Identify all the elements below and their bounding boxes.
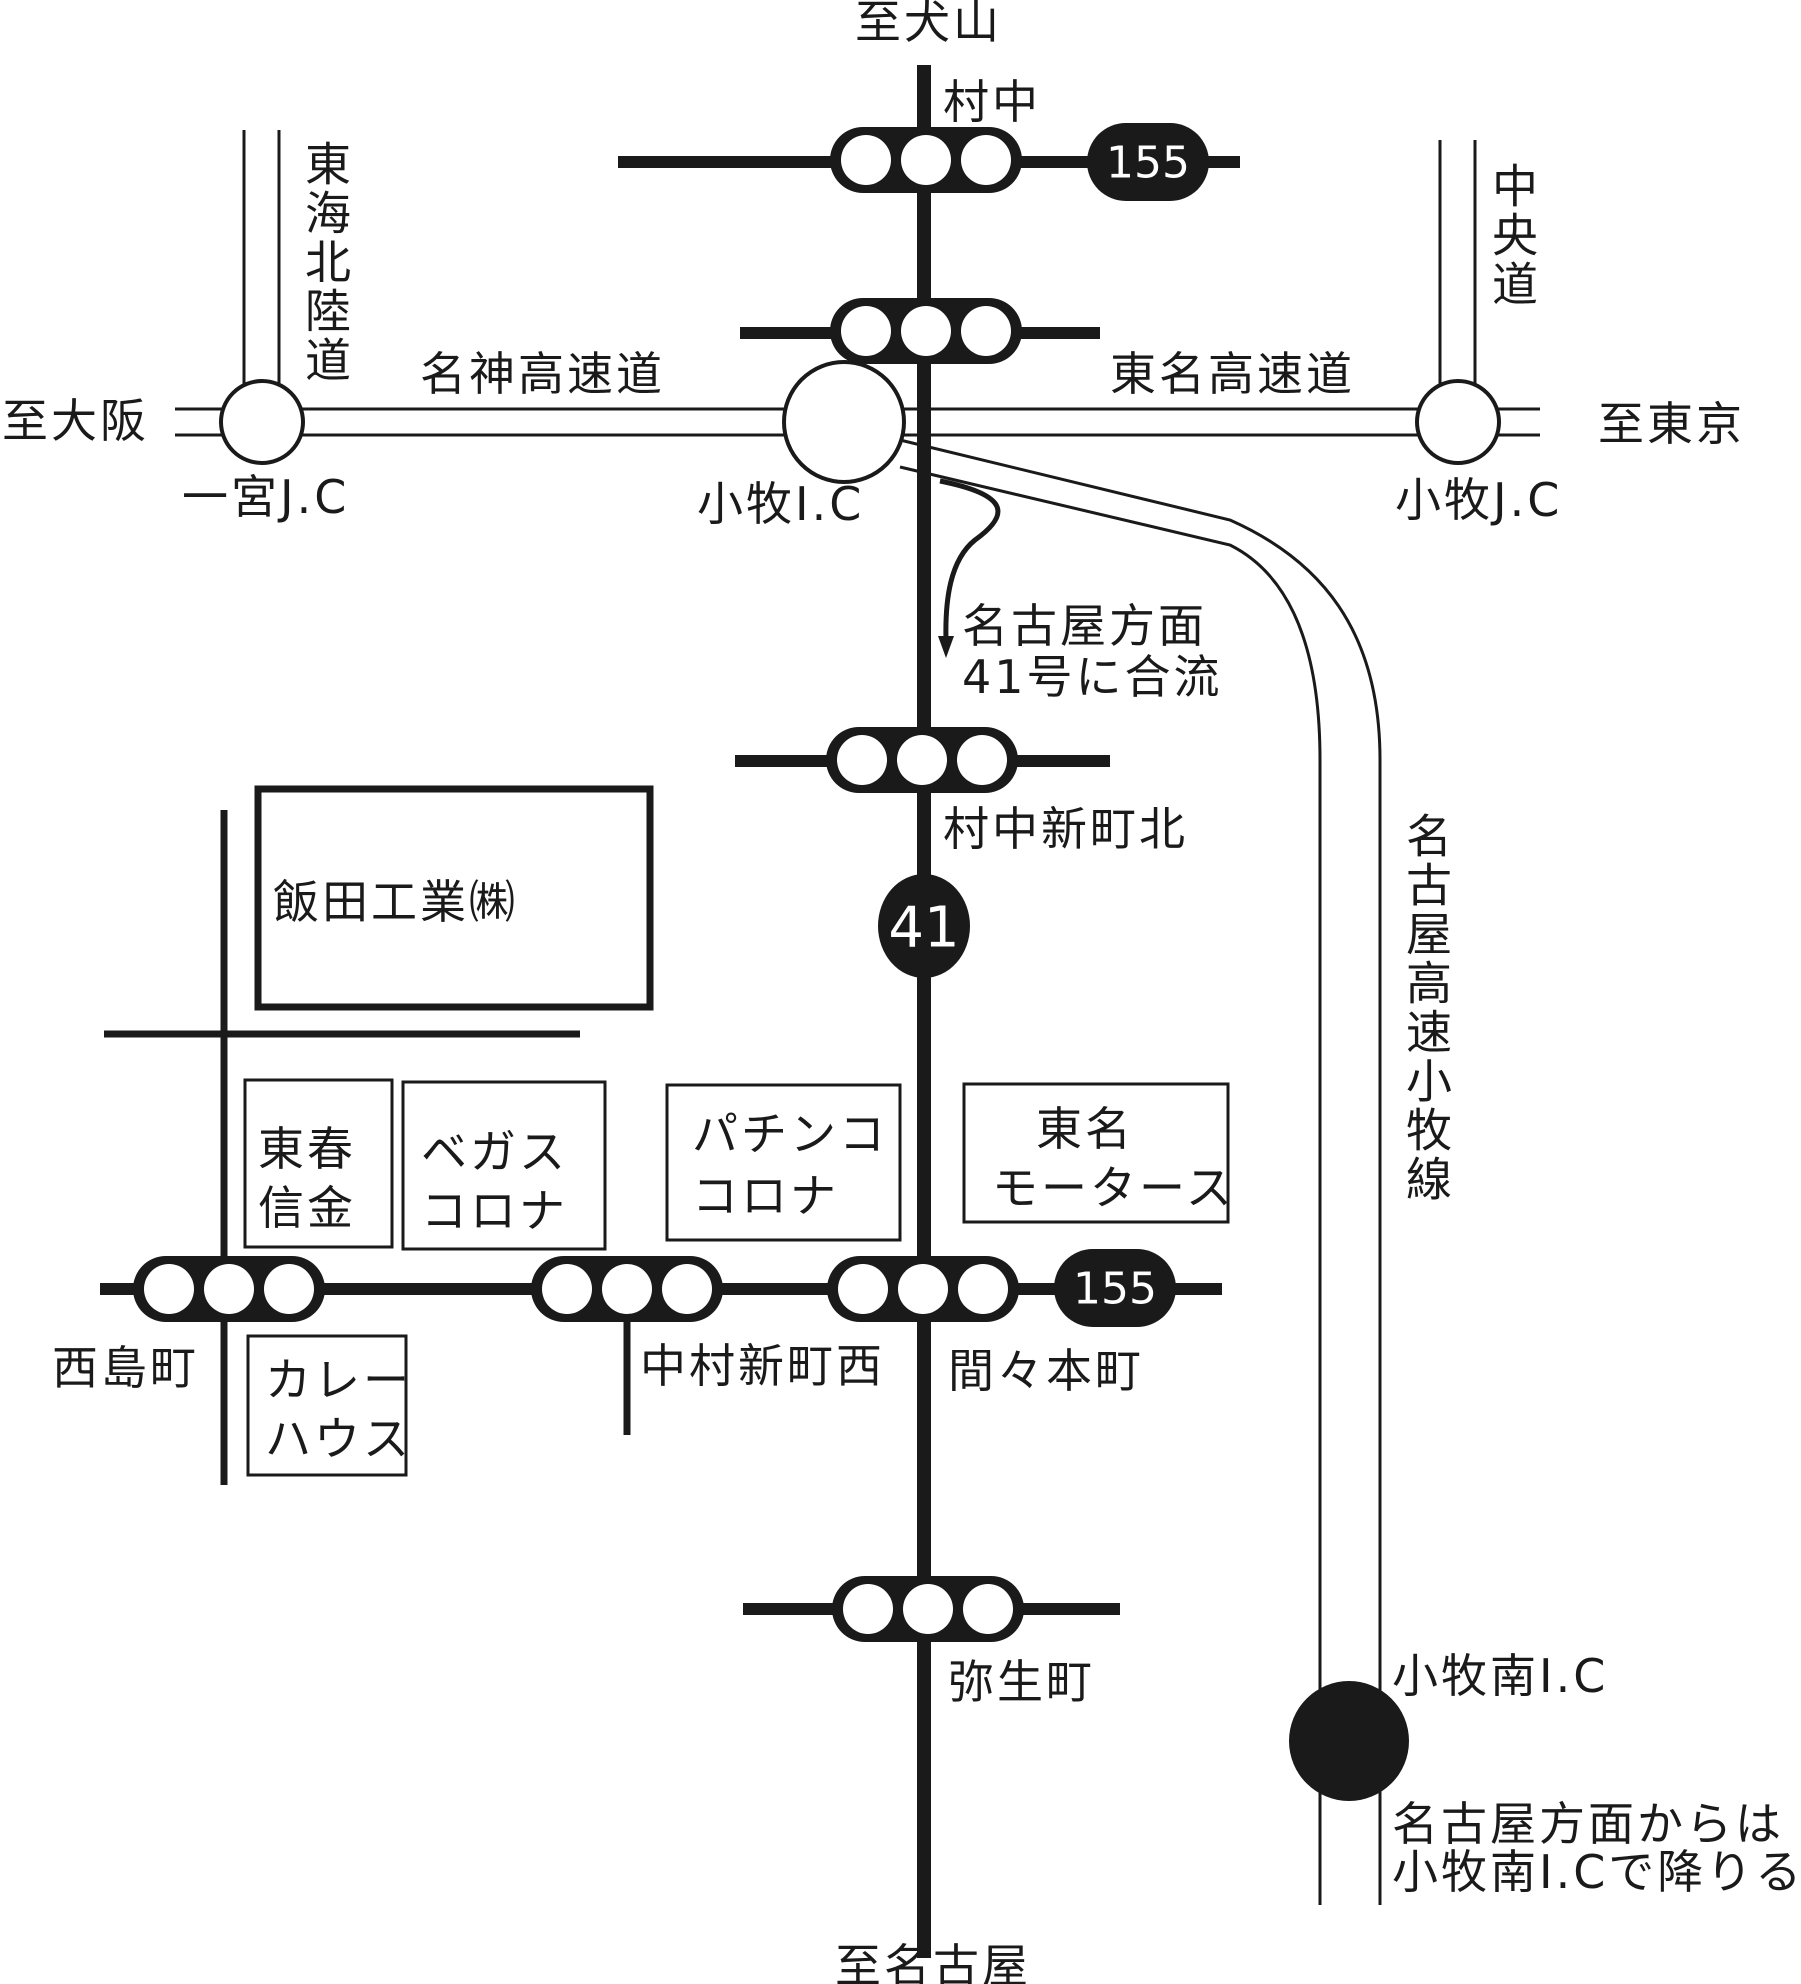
tokai-hokuriku-expressway <box>242 130 281 395</box>
nishijima-label: 西島町 <box>52 1341 199 1395</box>
pachinko-corona-box <box>665 1083 902 1242</box>
ichinomiya-jc-label: 一宮J.C <box>182 470 349 524</box>
pachinko-label-2: コロナ <box>692 1169 839 1223</box>
traffic-signal-2 <box>830 298 1022 364</box>
komaki-minami-ic-label: 小牧南I.C <box>1392 1649 1608 1703</box>
svg-text:41: 41 <box>888 896 959 961</box>
vegas-label-1: ベガス <box>421 1125 568 1179</box>
route-41-badge: 41 <box>878 874 970 978</box>
tomei-motors-label-1: 東名 <box>1036 1102 1134 1156</box>
komaki-jc-circle <box>1415 379 1501 465</box>
tomei-label: 東名高速道 <box>1110 347 1355 401</box>
tomei-motors-box <box>962 1082 1230 1224</box>
company-box <box>254 785 654 1011</box>
company-name: 飯田工業㈱ <box>273 875 518 929</box>
merge-arrow <box>938 478 1001 658</box>
traffic-signal-muranaka <box>830 127 1022 193</box>
komaki-ic-label: 小牧I.C <box>697 477 864 531</box>
dest-south-label: 至名古屋 <box>835 1939 1031 1984</box>
traffic-signal-nakamura-shinmachi-nishi <box>531 1256 723 1322</box>
traffic-signal-yayoicho <box>832 1576 1024 1642</box>
dest-north-label: 至犬山 <box>855 0 1002 49</box>
dest-west-label: 至大阪 <box>2 394 149 448</box>
tomei-motors-label-2: モータース <box>992 1161 1235 1215</box>
komaki-jc-label: 小牧J.C <box>1395 473 1562 527</box>
komaki-ic-circle <box>782 360 906 484</box>
route-155-badge-north: 155 <box>1087 123 1209 201</box>
ichinomiya-jc-circle <box>219 379 305 465</box>
chuo-expressway <box>1438 140 1477 395</box>
nakamura-shinmachi-nishi-label: 中村新町西 <box>640 1339 885 1393</box>
merge-note-line1: 名古屋方面 <box>962 599 1207 653</box>
chuo-label: 中央道 <box>1485 162 1539 309</box>
muranaka-label: 村中 <box>943 75 1041 129</box>
curry-label-2: ハウス <box>265 1412 412 1466</box>
route-155-badge-south: 155 <box>1054 1249 1176 1327</box>
vegas-label-2: コロナ <box>421 1184 568 1238</box>
dest-east-label: 至東京 <box>1598 397 1745 451</box>
merge-note-line2: 41号に合流 <box>962 650 1223 704</box>
tokai-hokuriku-label: 東海北陸道 <box>298 140 352 385</box>
toshun-shinkin-box <box>243 1078 394 1249</box>
meishin-label: 名神高速道 <box>420 347 665 401</box>
traffic-signal-nishijima <box>133 1256 325 1322</box>
from-nagoya-note-line2: 小牧南I.Cで降りる <box>1392 1845 1801 1899</box>
pachinko-label-1: パチンコ <box>692 1107 888 1161</box>
toshun-label-1: 東春 <box>258 1122 356 1176</box>
toshun-label-2: 信金 <box>258 1181 356 1235</box>
svg-text:155: 155 <box>1073 1264 1157 1315</box>
muranaka-shinmachi-kita-label: 村中新町北 <box>943 802 1188 856</box>
from-nagoya-note-line1: 名古屋方面からは <box>1392 1797 1784 1851</box>
mamamotomachi-label: 間々本町 <box>948 1344 1144 1398</box>
curry-house-box <box>246 1334 408 1477</box>
nagoya-komaki-expressway <box>899 438 1382 1905</box>
traffic-signal-mamamotomachi <box>827 1256 1019 1322</box>
curry-label-1: カレー <box>265 1353 412 1407</box>
nagoya-komaki-label: 名古屋高速小牧線 <box>1399 812 1453 1204</box>
komaki-minami-ic-dot <box>1289 1681 1409 1801</box>
vegas-corona-box <box>401 1080 607 1251</box>
svg-text:155: 155 <box>1106 138 1190 189</box>
yayoicho-label: 弥生町 <box>948 1655 1095 1709</box>
traffic-signal-muranaka-shinmachi-kita <box>826 727 1018 793</box>
